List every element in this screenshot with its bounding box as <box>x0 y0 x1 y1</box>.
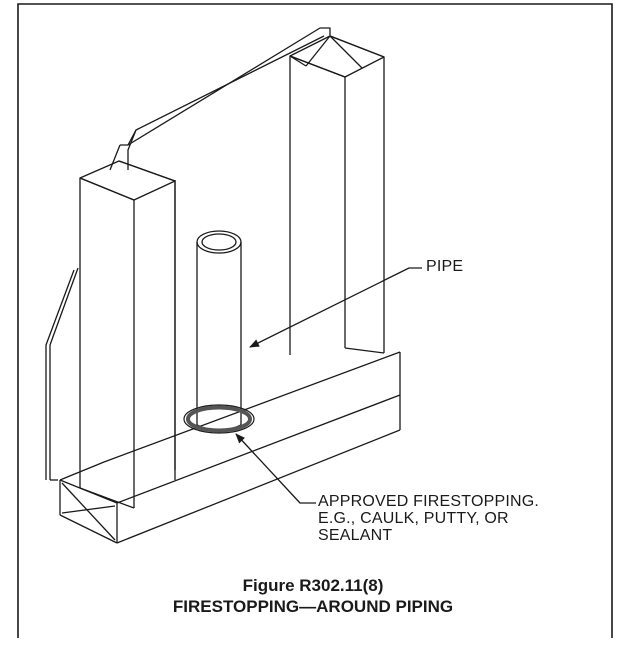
pipe-label: PIPE <box>426 258 464 275</box>
firestopping-label: APPROVED FIRESTOPPING. E.G., CAULK, PUTT… <box>318 493 618 544</box>
bottom-plate <box>59 351 401 544</box>
pipe-top-inner <box>201 233 237 251</box>
left-stud <box>79 160 176 509</box>
firestopping-label-line-1: APPROVED FIRESTOPPING. <box>318 493 540 510</box>
page-border <box>17 3 613 638</box>
firestopping-label-line-2: E.G., CAULK, PUTTY, OR <box>318 510 509 527</box>
pipe-leader <box>249 267 422 348</box>
figure-title: FIRESTOPPING—AROUND PIPING <box>172 597 454 616</box>
figure-number: Figure R302.11(8) <box>242 576 384 595</box>
pipe <box>196 230 242 432</box>
right-stud <box>289 35 385 355</box>
firestopping-label-line-3: SEALANT <box>318 527 393 544</box>
firestopping-sealant <box>183 404 255 434</box>
back-wall-panel <box>109 27 331 470</box>
side-framing-line <box>45 267 79 481</box>
firestopping-leader <box>235 433 316 504</box>
